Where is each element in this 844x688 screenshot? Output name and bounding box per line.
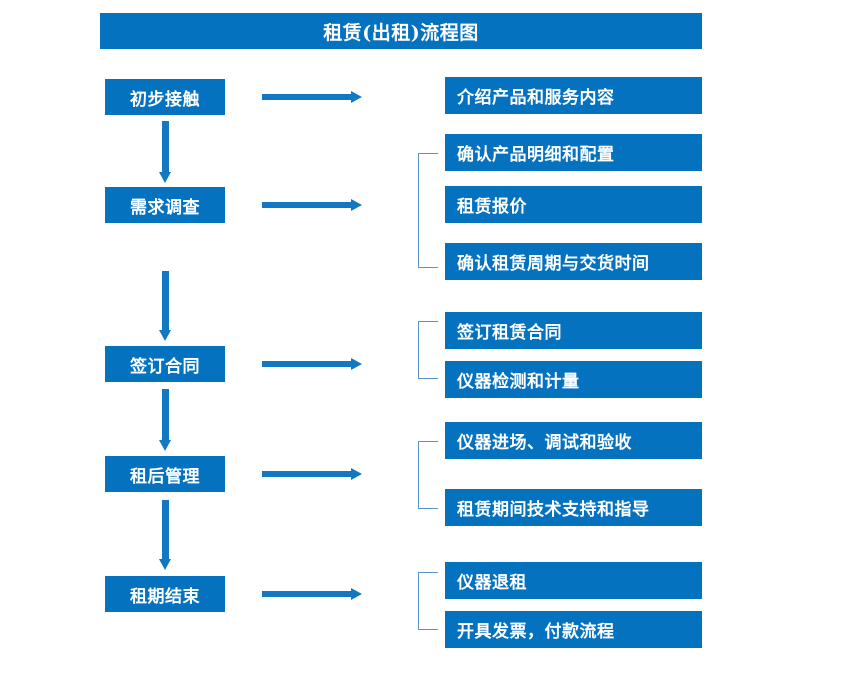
- arrow-head: [159, 172, 171, 183]
- stage-box-post-rental-management[interactable]: 租后管理: [105, 456, 225, 492]
- bracket-connector-rental-end: [418, 572, 438, 630]
- right-arrow-icon-5: [262, 588, 362, 600]
- detail-box-rental-quotation[interactable]: 租赁报价: [445, 186, 702, 223]
- stage-box-requirement-survey[interactable]: 需求调查: [105, 187, 225, 223]
- arrow-head: [351, 91, 362, 103]
- right-arrow-icon-3: [262, 358, 362, 370]
- arrow-head: [159, 330, 171, 341]
- detail-box-instrument-return[interactable]: 仪器退租: [445, 562, 702, 599]
- bracket-connector-post-rental: [418, 441, 438, 509]
- down-arrow-icon-3: [159, 389, 171, 451]
- arrow-head: [351, 468, 362, 480]
- right-arrow-icon-4: [262, 468, 362, 480]
- stage-box-rental-end[interactable]: 租期结束: [105, 576, 225, 612]
- down-arrow-icon-4: [159, 500, 171, 570]
- arrow-shaft: [262, 94, 351, 100]
- arrow-head: [351, 199, 362, 211]
- arrow-shaft: [162, 389, 169, 440]
- down-arrow-icon-1: [159, 121, 171, 183]
- arrow-head: [159, 559, 171, 570]
- detail-box-confirm-product-details[interactable]: 确认产品明细和配置: [445, 134, 702, 171]
- detail-box-invoice-payment[interactable]: 开具发票，付款流程: [445, 611, 702, 648]
- stage-box-initial-contact[interactable]: 初步接触: [105, 79, 225, 115]
- bracket-connector-sign-contract: [418, 321, 438, 379]
- right-arrow-icon-1: [262, 91, 362, 103]
- arrow-shaft: [262, 361, 351, 367]
- arrow-shaft: [162, 500, 169, 559]
- arrow-shaft: [262, 471, 351, 477]
- detail-box-instrument-installation[interactable]: 仪器进场、调试和验收: [445, 422, 702, 459]
- stage-box-sign-contract[interactable]: 签订合同: [105, 346, 225, 382]
- detail-box-sign-rental-contract[interactable]: 签订租赁合同: [445, 312, 702, 349]
- arrow-head: [351, 358, 362, 370]
- right-arrow-icon-2: [262, 199, 362, 211]
- arrow-head: [159, 440, 171, 451]
- arrow-shaft: [262, 202, 351, 208]
- bracket-connector-requirement-survey: [418, 153, 438, 268]
- detail-box-confirm-rental-period[interactable]: 确认租赁周期与交货时间: [445, 243, 702, 280]
- arrow-shaft: [162, 121, 169, 172]
- detail-box-technical-support[interactable]: 租赁期间技术支持和指导: [445, 489, 702, 526]
- detail-box-instrument-inspection[interactable]: 仪器检测和计量: [445, 361, 702, 398]
- detail-box-introduce-products[interactable]: 介绍产品和服务内容: [445, 77, 702, 114]
- arrow-head: [351, 588, 362, 600]
- arrow-shaft: [162, 271, 169, 330]
- arrow-shaft: [262, 591, 351, 597]
- diagram-title: 租赁(出租)流程图: [100, 13, 702, 49]
- down-arrow-icon-2: [159, 271, 171, 341]
